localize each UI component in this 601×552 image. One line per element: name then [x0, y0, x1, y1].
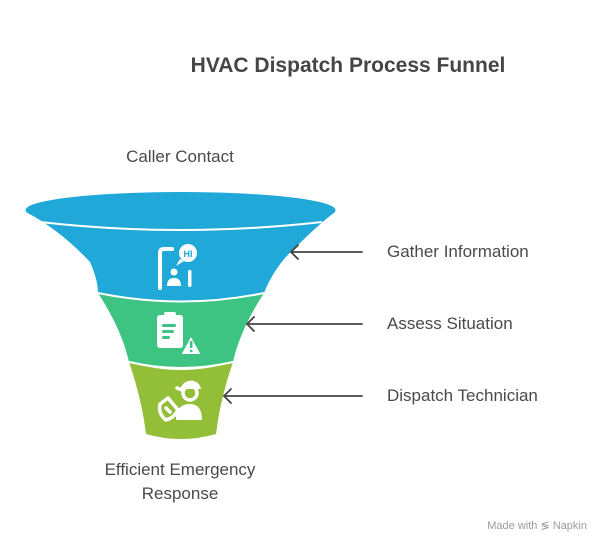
- napkin-logo-icon: ≶: [540, 520, 550, 532]
- diagram-title: HVAC Dispatch Process Funnel: [190, 54, 506, 77]
- funnel-stage-dispatch-technician: [129, 362, 233, 439]
- napkin-brand-text: Napkin: [552, 520, 587, 532]
- separator-line: [97, 292, 265, 303]
- clipboard-warning-icon: [157, 312, 203, 356]
- funnel-top-label: Caller Contact: [126, 147, 234, 166]
- funnel-bottom-label-line1: Efficient Emergency: [104, 460, 256, 479]
- funnel-bottom-label-line2: Response: [141, 484, 219, 503]
- funnel-bottom-label: Efficient Emergency Response: [60, 458, 300, 506]
- rim-highlight: [39, 221, 323, 231]
- stage-label-assess-situation: Assess Situation: [387, 314, 513, 333]
- arrow-gather-information: [289, 244, 363, 260]
- stage-label-gather-information: Gather Information: [387, 242, 529, 261]
- arrow-assess-situation: [245, 316, 363, 332]
- technician-icon: [157, 380, 202, 422]
- made-with-napkin-footer[interactable]: Made with ≶ Napkin: [487, 519, 587, 532]
- svg-text:HI: HI: [184, 249, 193, 259]
- stage-label-dispatch-technician: Dispatch Technician: [387, 386, 538, 405]
- funnel-top-rim: [25, 192, 336, 228]
- separator-line: [128, 361, 234, 369]
- made-with-text: Made with: [487, 520, 538, 532]
- arrow-dispatch-technician: [222, 388, 363, 404]
- person-speech-bubble-hi-icon: HI: [158, 244, 197, 290]
